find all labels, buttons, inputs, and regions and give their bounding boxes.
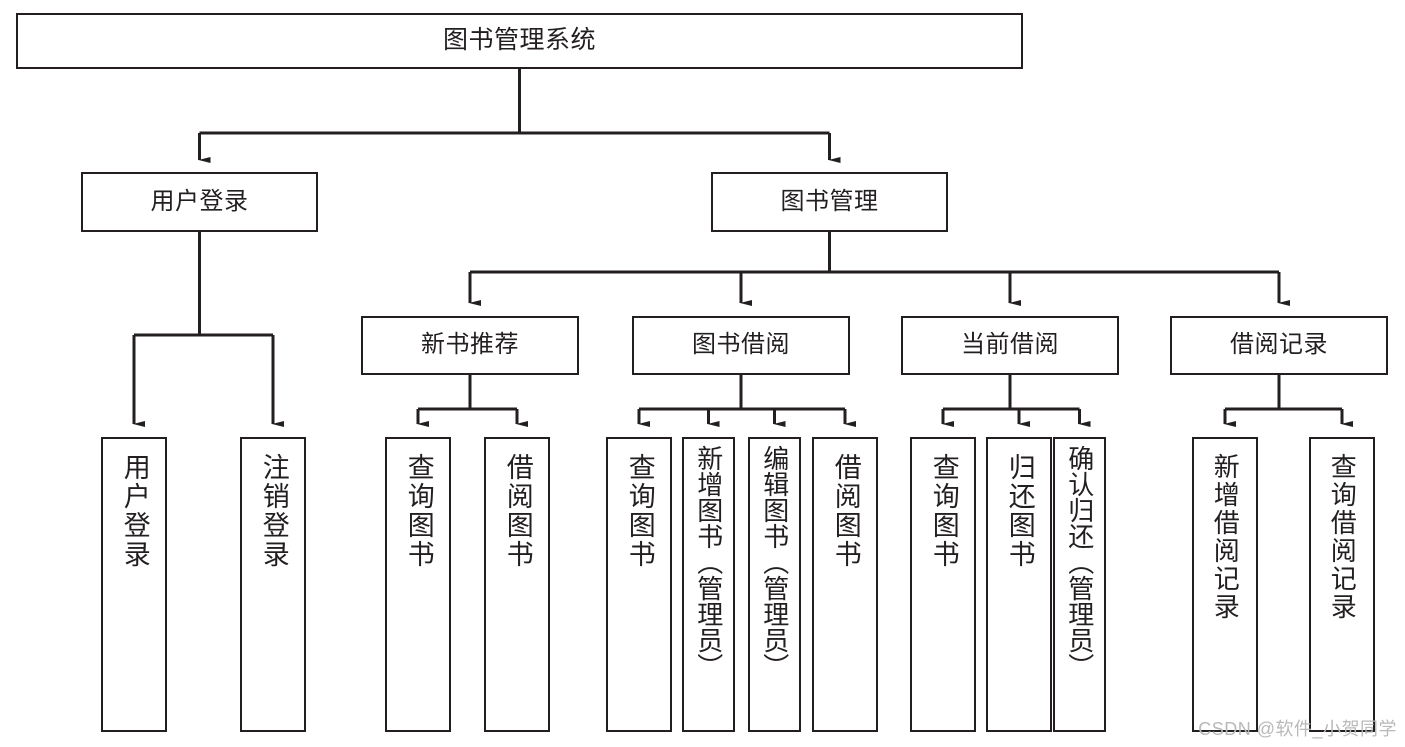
node-label: 借阅记录 <box>1230 331 1328 359</box>
node-label: 新增图书（管理员） <box>693 445 724 679</box>
node-label: 新书推荐 <box>421 331 519 359</box>
node-label: 图书借阅 <box>692 331 790 359</box>
leaf-user-login[interactable]: 用户登录 <box>101 437 167 732</box>
node-label: 图书管理 <box>780 187 879 215</box>
leaf-return-book[interactable]: 归还图书 <box>986 437 1052 732</box>
node-new-book-recommendation[interactable]: 新书推荐 <box>361 316 579 375</box>
leaf-add-book-admin[interactable]: 新增图书（管理员） <box>682 437 735 732</box>
node-borrowing-records[interactable]: 借阅记录 <box>1170 316 1388 375</box>
node-label: 图书管理系统 <box>442 26 596 55</box>
leaf-query-book-new-rec[interactable]: 查询图书 <box>385 437 451 732</box>
node-label: 借阅图书 <box>502 453 533 569</box>
node-label: 查询图书 <box>403 453 434 569</box>
node-user-login[interactable]: 用户登录 <box>81 172 318 232</box>
node-label: 查询借阅记录 <box>1327 453 1358 621</box>
node-label: 查询图书 <box>624 453 655 569</box>
node-label: 用户登录 <box>150 187 249 215</box>
leaf-borrow-book-borrowing[interactable]: 借阅图书 <box>812 437 878 732</box>
node-label: 归还图书 <box>1004 453 1035 569</box>
leaf-edit-book-admin[interactable]: 编辑图书（管理员） <box>748 437 801 732</box>
csdn-watermark: CSDN @软件_小贺同学 <box>1198 719 1397 739</box>
node-book-management-system[interactable]: 图书管理系统 <box>16 13 1023 69</box>
leaf-borrow-book-new-rec[interactable]: 借阅图书 <box>484 437 550 732</box>
node-label: 注销登录 <box>258 453 289 569</box>
leaf-query-book-borrowing[interactable]: 查询图书 <box>606 437 672 732</box>
leaf-confirm-return-admin[interactable]: 确认归还（管理员） <box>1053 437 1106 732</box>
node-label: 查询图书 <box>928 453 959 569</box>
leaf-logout[interactable]: 注销登录 <box>240 437 306 732</box>
node-label: 新增借阅记录 <box>1210 453 1241 621</box>
leaf-add-borrow-record[interactable]: 新增借阅记录 <box>1192 437 1258 732</box>
node-label: 借阅图书 <box>830 453 861 569</box>
node-current-borrowing[interactable]: 当前借阅 <box>901 316 1119 375</box>
node-label: 确认归还（管理员） <box>1064 445 1095 679</box>
node-label: 用户登录 <box>119 453 150 569</box>
node-book-borrowing[interactable]: 图书借阅 <box>632 316 850 375</box>
node-label: 当前借阅 <box>961 331 1059 359</box>
node-book-management[interactable]: 图书管理 <box>711 172 948 232</box>
node-label: 编辑图书（管理员） <box>759 445 790 679</box>
leaf-query-borrow-record[interactable]: 查询借阅记录 <box>1309 437 1375 732</box>
leaf-query-book-current[interactable]: 查询图书 <box>910 437 976 732</box>
